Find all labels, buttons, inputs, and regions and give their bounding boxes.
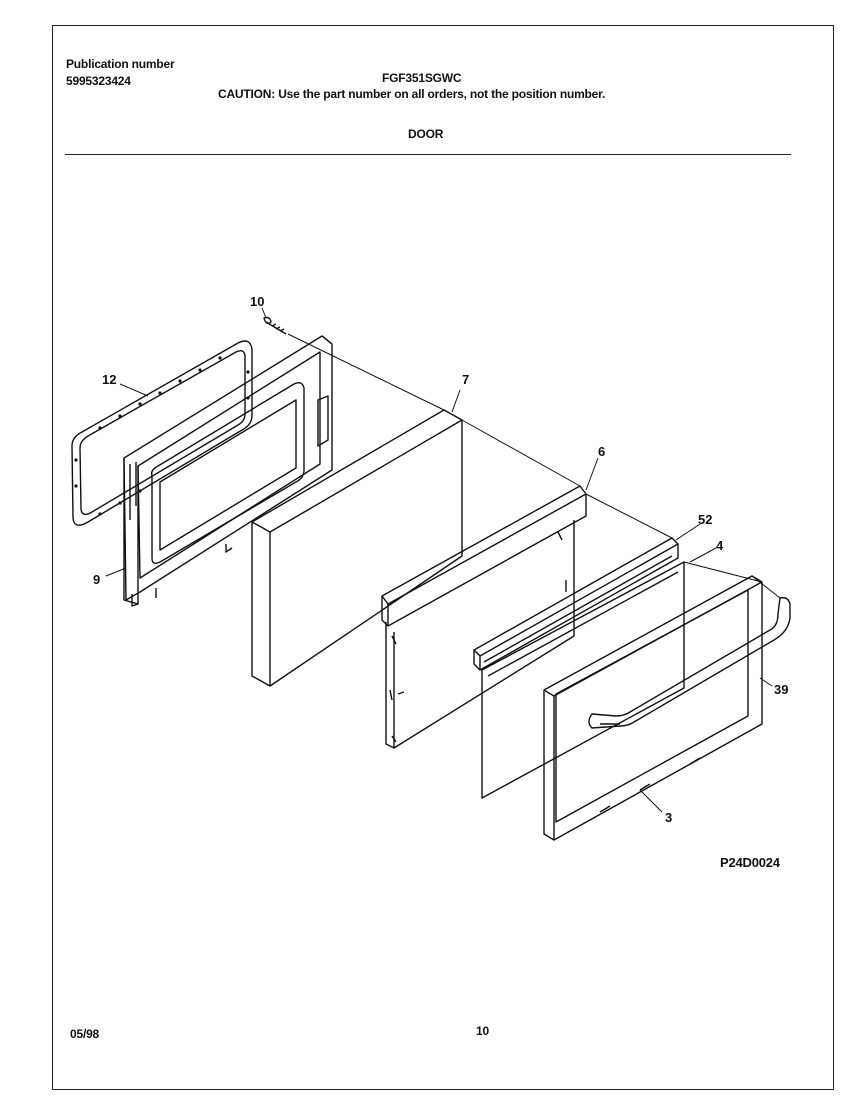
gasket-part: [71, 340, 253, 526]
section-title: DOOR: [408, 127, 444, 141]
outer-frame-part: [543, 575, 763, 841]
caution-note: CAUTION: Use the part number on all orde…: [218, 87, 606, 101]
header-rule: [65, 154, 791, 155]
footer-date: 05/98: [70, 1027, 100, 1041]
alignment-lines: [287, 333, 781, 599]
callout-7: 7: [462, 372, 469, 387]
publication-number: 5995323424: [66, 74, 131, 88]
inner-panel-part: [123, 335, 333, 607]
model-number: FGF351SGWC: [382, 71, 462, 85]
callout-12: 12: [102, 372, 116, 387]
leader-lines: [105, 307, 773, 813]
page-number: 10: [476, 1024, 489, 1038]
callout-4: 4: [716, 538, 724, 553]
callout-52: 52: [698, 512, 712, 527]
callout-10: 10: [250, 294, 264, 309]
callout-9: 9: [93, 572, 100, 587]
callout-6: 6: [598, 444, 605, 459]
screw-part: [263, 316, 287, 335]
page-border: [52, 25, 834, 1090]
callout-labels: 10 12 7 6 52 4 9 39 3: [93, 294, 788, 825]
figure-code: P24D0024: [720, 855, 780, 870]
publication-label: Publication number: [66, 57, 175, 71]
callout-39: 39: [774, 682, 788, 697]
insulation-part: [251, 409, 463, 687]
trim-strip-part: [473, 537, 679, 671]
glass-panel-part: [481, 561, 685, 799]
callout-3: 3: [665, 810, 672, 825]
handle-part: [588, 596, 791, 729]
